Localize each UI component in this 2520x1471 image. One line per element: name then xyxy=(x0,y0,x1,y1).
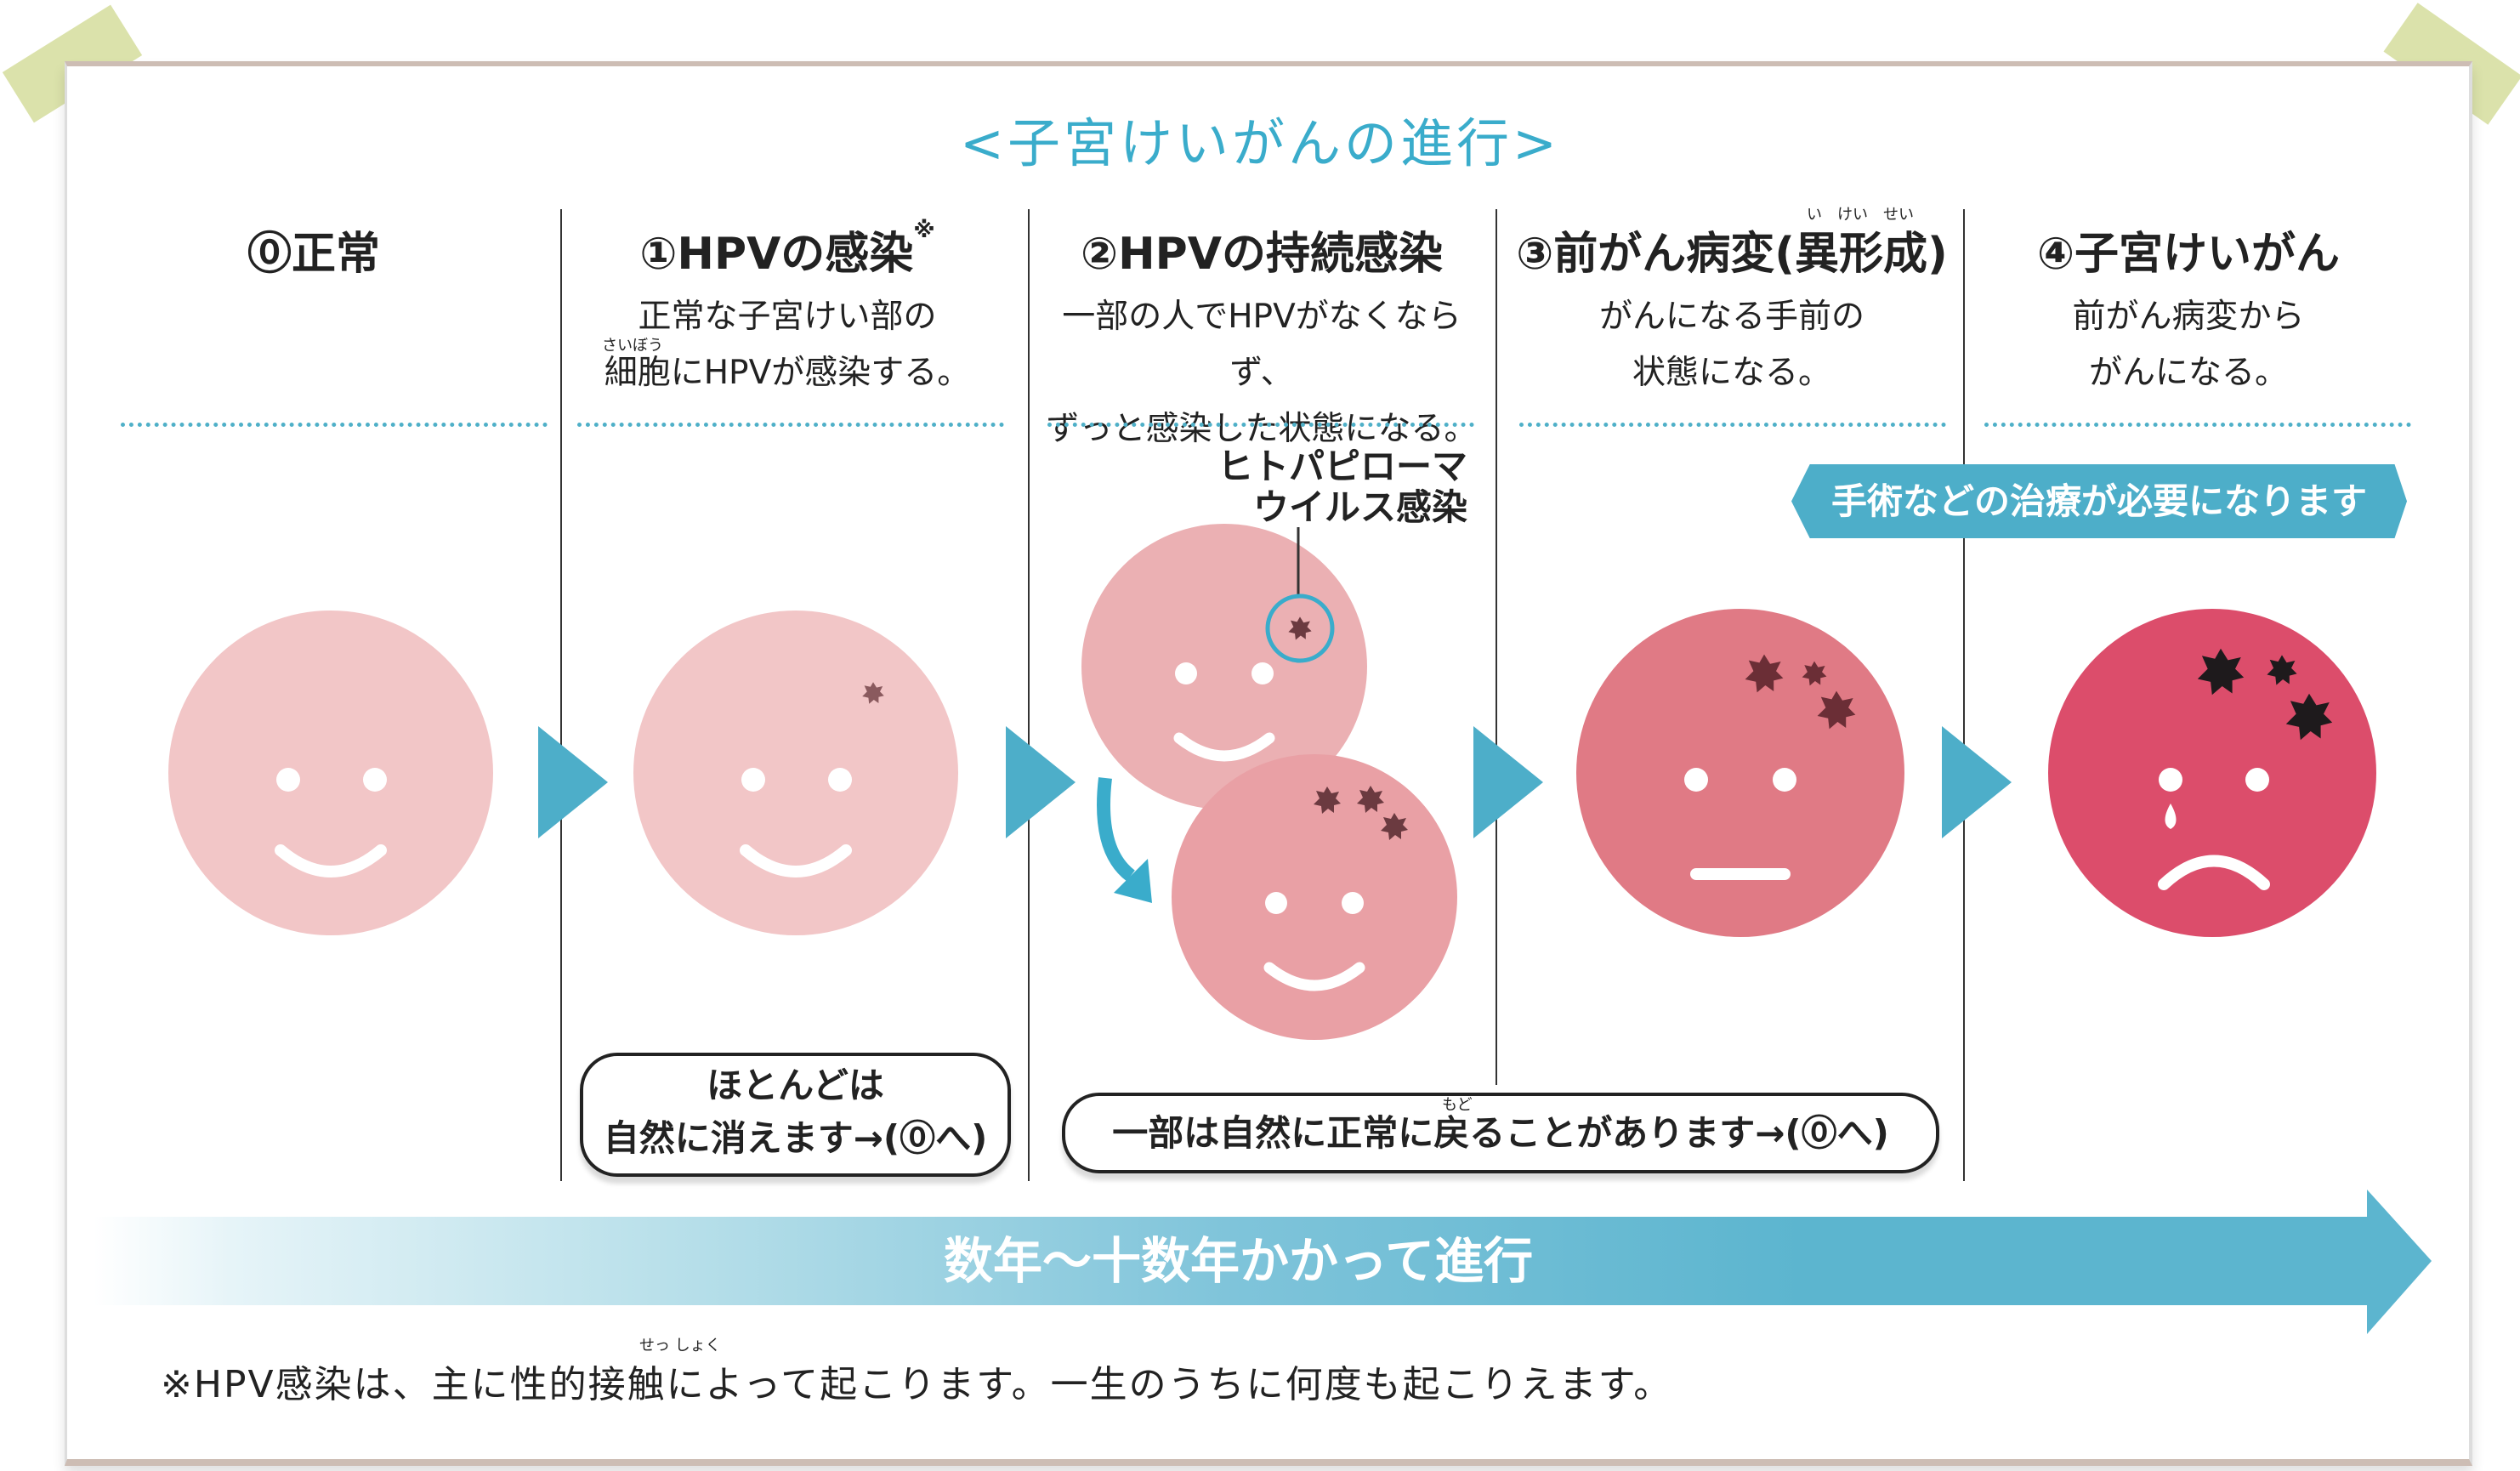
virus-label-line: ヒトパピローマ xyxy=(1217,446,1467,487)
stage-2-desc: 一部の人でHPVがなくならず、ずっと感染した状態になる。 xyxy=(1032,289,1491,457)
treatment-banner: 手術などの治療が必要になります xyxy=(1791,464,2407,538)
ruby-ikeisei: い けい せい xyxy=(1807,206,1914,224)
box-natural-clearance: ほとんどは自然に消えます→(⓪へ) xyxy=(580,1053,1011,1177)
column-divider xyxy=(1028,209,1030,1181)
desc-line: 状態になる。 xyxy=(1632,354,1831,392)
arrow-right-icon xyxy=(1006,726,1076,838)
column-divider xyxy=(1963,209,1965,1181)
progress-arrow-head xyxy=(2367,1190,2432,1334)
desc-line: がんになる手前の xyxy=(1598,298,1864,336)
box-line: ほとんどは xyxy=(707,1065,884,1106)
desc-line: がんになる。 xyxy=(2088,354,2288,392)
face-persistent-a xyxy=(1081,524,1367,809)
desc-line: 一部の人でHPVがなくならず、 xyxy=(1062,298,1461,392)
stage-4-desc: 前がん病変からがんになる。 xyxy=(1959,289,2418,401)
virus-label: ヒトパピローマウイルス感染 xyxy=(1127,446,1467,528)
virus-highlight-ring xyxy=(1265,594,1335,663)
arrow-right-icon xyxy=(1942,726,2012,838)
progress-arrow-band xyxy=(94,1217,2372,1305)
page-title: <子宮けいがんの進行> xyxy=(960,112,1560,174)
desc-line: ずっと感染した状態になる。 xyxy=(1046,410,1478,448)
dotted-divider xyxy=(1047,423,1474,427)
ruby-modo: もど xyxy=(1442,1096,1473,1114)
dotted-divider xyxy=(1984,423,2411,427)
dotted-divider xyxy=(121,423,548,427)
dotted-divider xyxy=(577,423,1004,427)
stage-1-heading-text: ①HPVの感染 xyxy=(639,229,914,280)
stage-2-heading: ②HPVの持続感染 xyxy=(1081,229,1443,280)
face-persistent-b xyxy=(1172,754,1457,1040)
desc-line: 細胞にHPVが感染する。 xyxy=(604,354,971,392)
box-return-to-normal: 一部は自然に正常に戻ることがあります→(⓪へ) xyxy=(1062,1093,1939,1173)
face-cancer xyxy=(2048,609,2376,937)
arrow-right-icon xyxy=(538,726,608,838)
stage-1-heading: ①HPVの感染※ xyxy=(558,218,1017,281)
stage-1-desc: 正常な子宮けい部の細胞にHPVが感染する。 xyxy=(558,289,1017,401)
desc-line: 正常な子宮けい部の xyxy=(638,298,937,336)
desc-line: 前がん病変から xyxy=(2072,298,2305,336)
ruby-saibou: さいぼう xyxy=(602,337,663,355)
tear-icon xyxy=(2165,804,2177,829)
progress-arrow-label: 数年〜十数年かかって進行 xyxy=(944,1232,1534,1290)
stage-0-heading: ⓪正常 xyxy=(247,229,380,280)
face-normal xyxy=(168,611,493,935)
box-line: 自然に消えます→(⓪へ) xyxy=(603,1117,988,1159)
ruby-sesshoku: せっ しょく xyxy=(639,1337,721,1355)
stage-4-heading: ④子宮けいがん xyxy=(2036,229,2341,280)
virus-label-line: ウイルス感染 xyxy=(1252,486,1467,528)
face-precancer xyxy=(1576,609,1904,937)
column-divider xyxy=(1496,209,1497,1085)
dotted-divider xyxy=(1519,423,1946,427)
stage-3-heading: ③前がん病変(異形成) xyxy=(1516,229,1948,280)
footnote: ※HPV感染は、主に性的接触によって起こります。一生のうちに何度も起こりえます。 xyxy=(161,1363,1673,1406)
column-divider xyxy=(560,209,562,1181)
stage-3-desc: がんになる手前の状態になる。 xyxy=(1502,289,1961,401)
face-infected xyxy=(633,611,958,935)
curved-arrow-icon xyxy=(1097,777,1152,903)
footnote-mark: ※ xyxy=(913,218,935,243)
arrow-right-icon xyxy=(1473,726,1543,838)
